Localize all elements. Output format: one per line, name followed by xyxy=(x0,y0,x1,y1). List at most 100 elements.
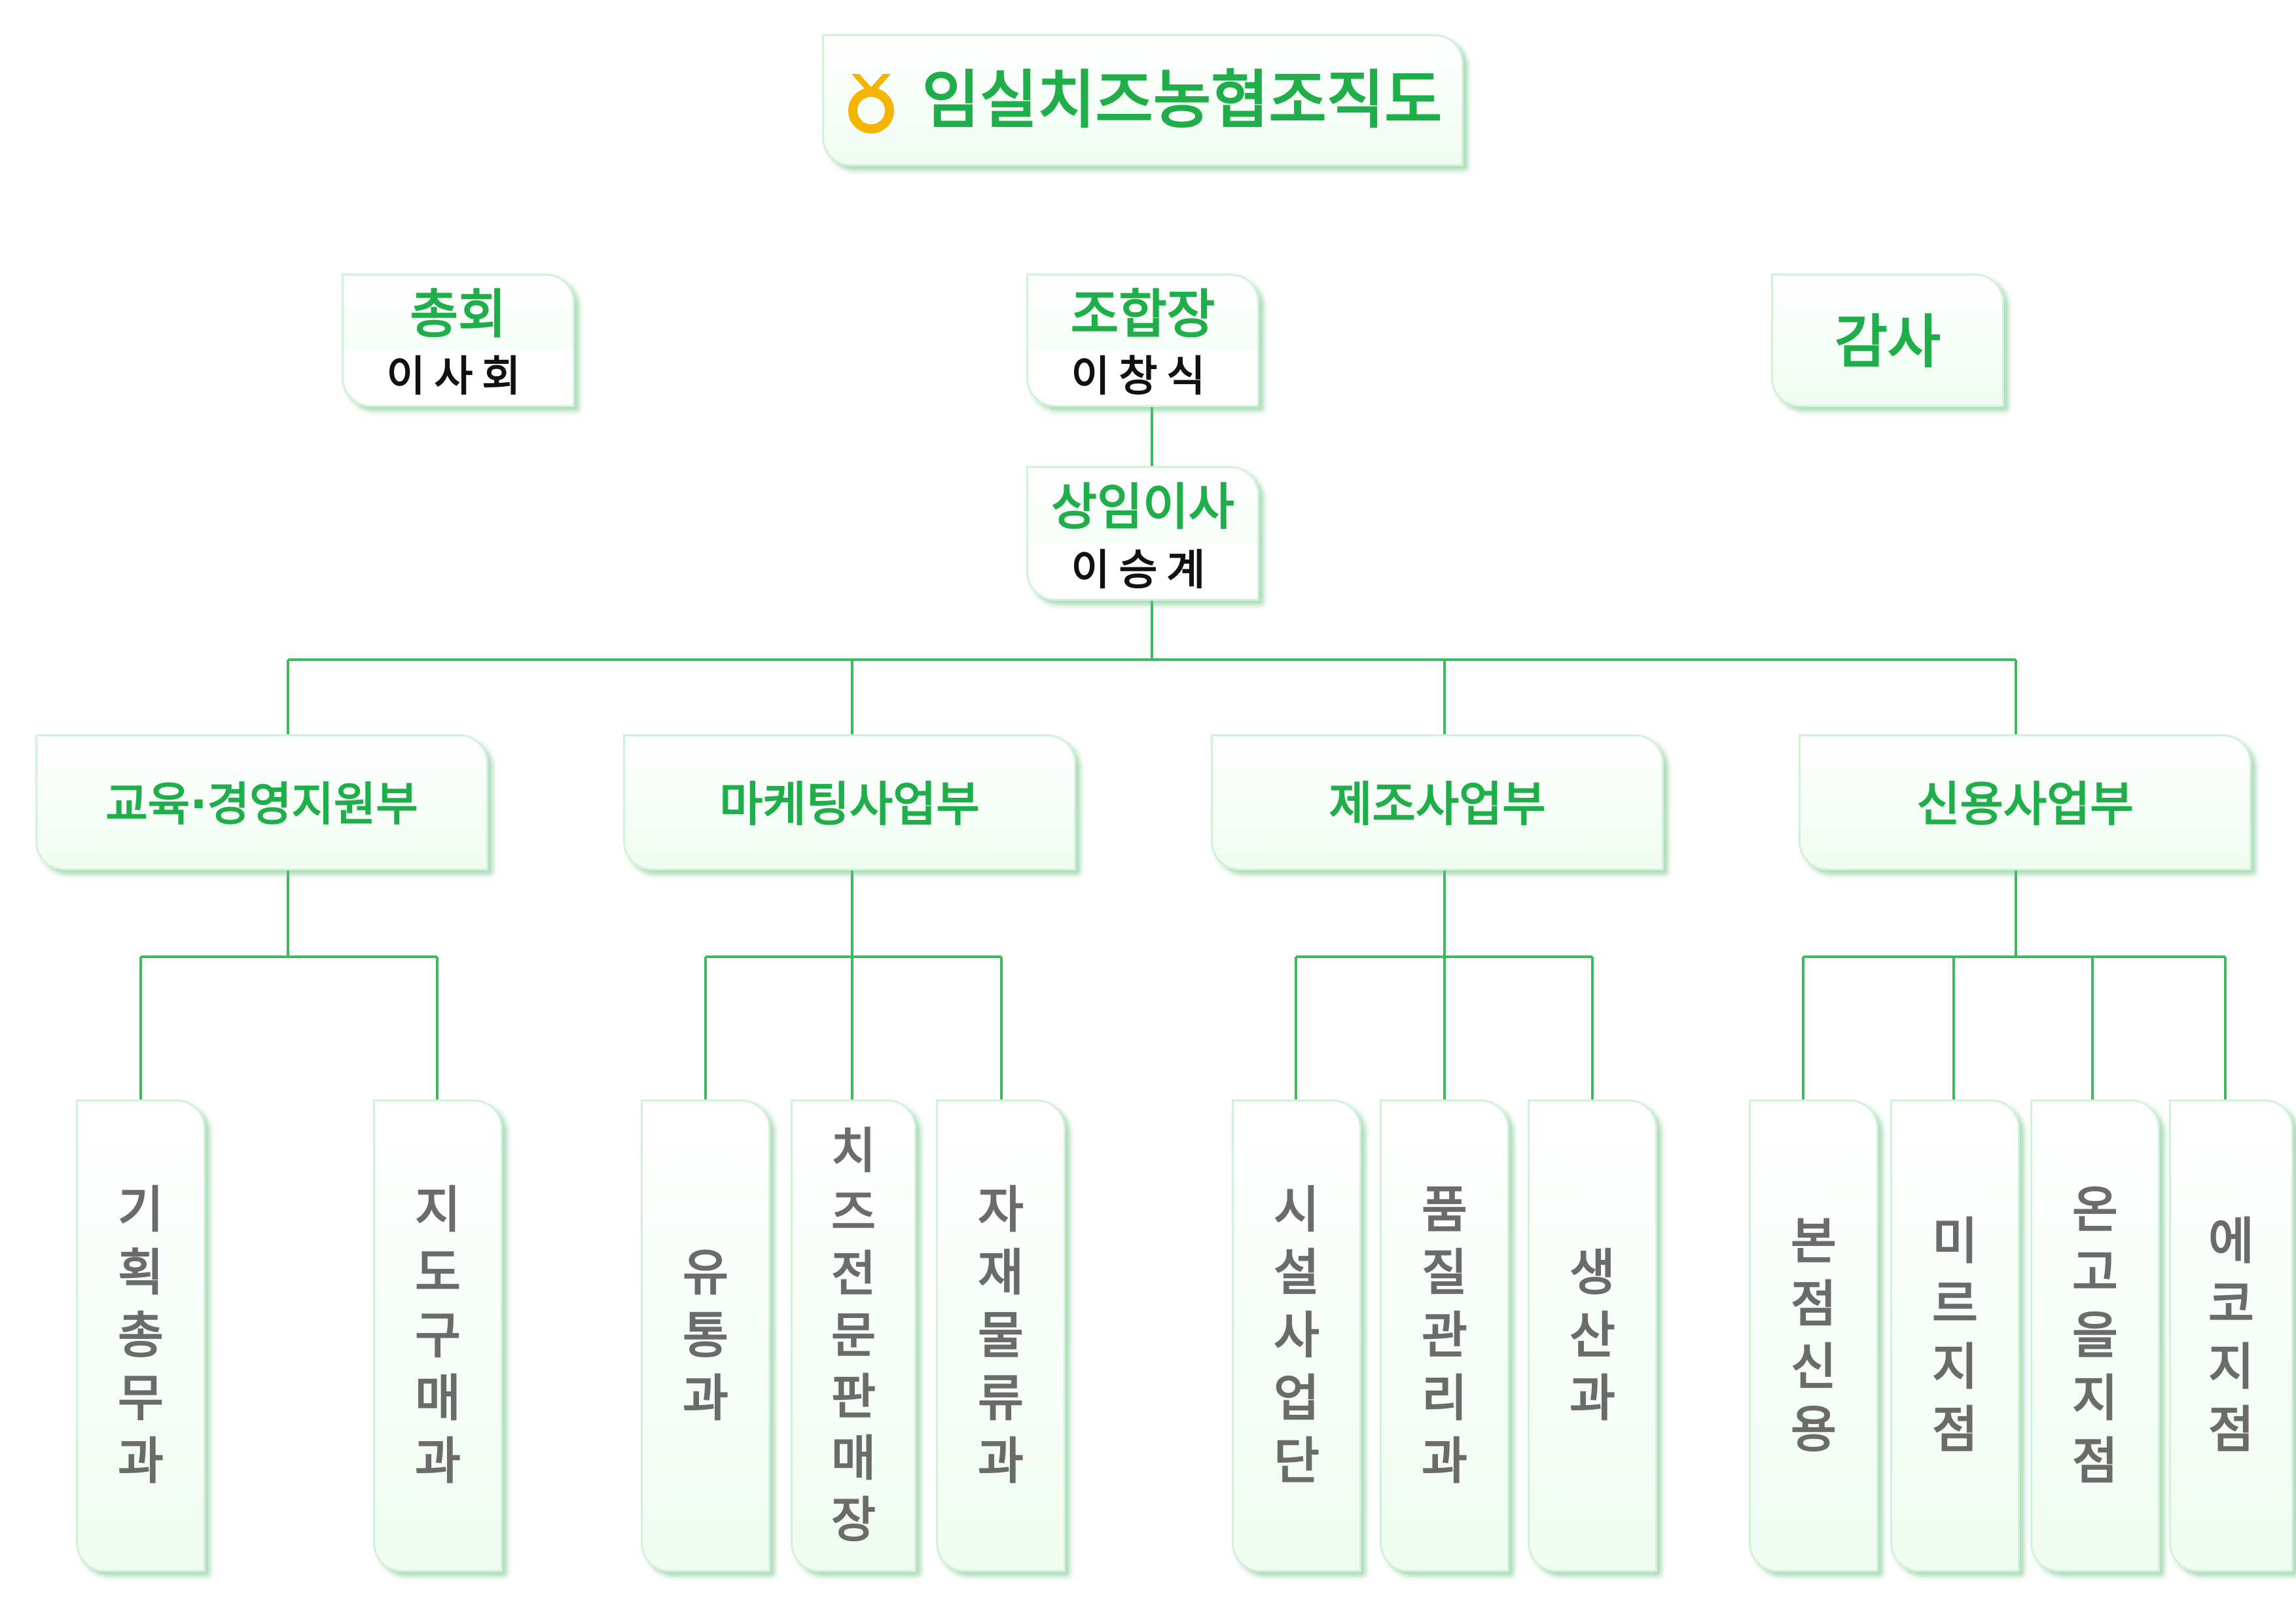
team-label-char: 매 xyxy=(831,1431,876,1487)
team-label-char: 점 xyxy=(1932,1400,1978,1459)
managing-director-name: 이승계 xyxy=(1071,546,1215,595)
division-label: 제조사업부 xyxy=(1329,777,1546,832)
team-label-char: 점 xyxy=(2208,1400,2254,1459)
team-label-char: 용 xyxy=(1791,1400,1837,1459)
managing-director-label: 상임이사 xyxy=(1051,478,1234,536)
team-label-char: 미 xyxy=(1932,1212,1978,1270)
team-label-char: 문 xyxy=(831,1308,876,1364)
team-label-char: 품 xyxy=(1422,1181,1467,1239)
team-label-char: 획 xyxy=(118,1243,164,1302)
team-label-char: 판 xyxy=(831,1369,876,1425)
team-label-char: 코 xyxy=(2208,1275,2254,1333)
team-label-char: 르 xyxy=(1932,1275,1978,1333)
team-label-char: 장 xyxy=(831,1492,876,1548)
division-marketing: 마케팅사업부 xyxy=(623,734,1076,870)
team-label-char: 설 xyxy=(1274,1243,1319,1302)
team-label-char: 리 xyxy=(1422,1369,1467,1427)
team-label-char: 구 xyxy=(415,1306,461,1364)
division-label: 신용사업부 xyxy=(1916,777,2134,832)
team-label-char: 지 xyxy=(1932,1338,1978,1396)
auditor-label: 감사 xyxy=(1835,308,1941,376)
president-label: 조합장 xyxy=(1070,284,1215,345)
team-label-char: 지 xyxy=(2208,1338,2254,1396)
team-label-char: 사 xyxy=(1274,1306,1319,1364)
board-of-directors-label: 이사회 xyxy=(386,353,530,401)
team-label-char: 신 xyxy=(1791,1338,1837,1396)
nonghyup-logo-icon xyxy=(848,74,894,134)
team-label-char: 질 xyxy=(1422,1243,1467,1302)
general-assembly-box: 총회 이사회 xyxy=(342,274,575,407)
team-label-char: 즈 xyxy=(831,1185,876,1241)
team-label-char: 류 xyxy=(978,1369,1024,1427)
team-label-char: 도 xyxy=(415,1243,461,1302)
team-label-char: 자 xyxy=(978,1181,1024,1239)
team-label-char: 에 xyxy=(2208,1212,2254,1270)
team-label-char: 매 xyxy=(415,1369,461,1427)
division-manufacturing: 제조사업부 xyxy=(1211,734,1664,870)
team-label-char: 무 xyxy=(118,1369,164,1427)
division-credit: 신용사업부 xyxy=(1799,734,2251,870)
team-label-char: 업 xyxy=(1274,1369,1319,1427)
president-name: 이창식 xyxy=(1071,353,1215,401)
president-box: 조합장 이창식 xyxy=(1026,274,1259,407)
team-label-char: 유 xyxy=(683,1243,728,1302)
team-label-char: 전 xyxy=(831,1246,876,1302)
team-label-char: 과 xyxy=(415,1432,461,1490)
team-label-char: 과 xyxy=(118,1432,164,1490)
team-label-char: 온 xyxy=(2072,1181,2118,1239)
team-label-char: 치 xyxy=(831,1123,876,1179)
team-label-char: 기 xyxy=(118,1181,164,1239)
page-title: 임실치즈농협조직도 xyxy=(922,63,1443,137)
division-education-management: 교육·경영지원부 xyxy=(35,734,488,870)
team-label-char: 지 xyxy=(2072,1369,2118,1427)
team-label-char: 통 xyxy=(683,1306,728,1364)
team-label-char: 을 xyxy=(2072,1306,2118,1364)
team-label-char: 점 xyxy=(2072,1432,2118,1490)
managing-director-box: 상임이사 이승계 xyxy=(1026,466,1259,601)
team-label-char: 물 xyxy=(978,1306,1024,1364)
team-label-char: 총 xyxy=(118,1306,164,1364)
team-label-char: 지 xyxy=(415,1181,461,1239)
division-label: 마케팅사업부 xyxy=(719,777,980,832)
team-label-char: 과 xyxy=(978,1432,1024,1490)
team-label-char: 산 xyxy=(1570,1306,1615,1364)
team-label-char: 생 xyxy=(1570,1243,1615,1302)
team-label-char: 시 xyxy=(1274,1181,1319,1239)
team-label-char: 고 xyxy=(2072,1243,2118,1302)
team-label-char: 본 xyxy=(1791,1212,1837,1270)
auditor-box: 감사 xyxy=(1771,274,2004,407)
team-label-char: 점 xyxy=(1791,1275,1837,1333)
division-label: 교육·경영지원부 xyxy=(105,777,418,831)
title-box: 임실치즈농협조직도 xyxy=(822,34,1463,166)
team-label-char: 과 xyxy=(683,1369,728,1427)
general-assembly-label: 총회 xyxy=(410,284,507,345)
team-label-char: 단 xyxy=(1274,1432,1319,1490)
team-label-char: 과 xyxy=(1422,1432,1467,1490)
team-label-char: 관 xyxy=(1422,1306,1467,1364)
